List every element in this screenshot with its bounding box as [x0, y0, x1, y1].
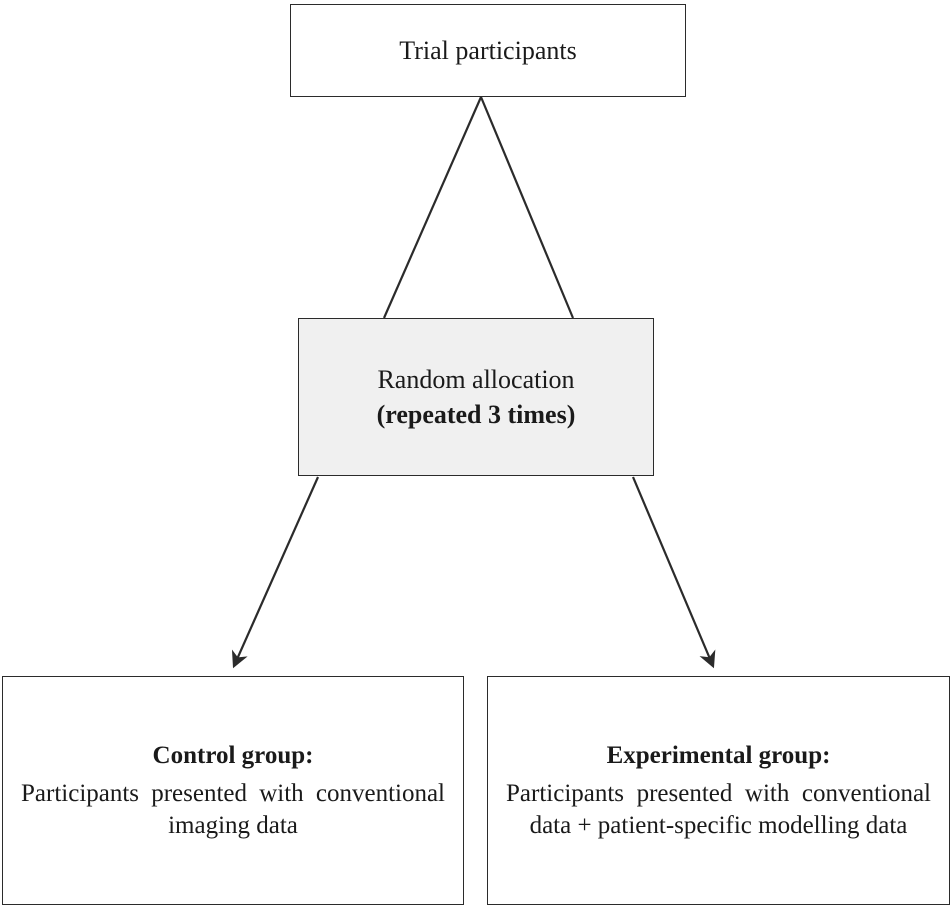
node-random-allocation: Random allocation (repeated 3 times): [298, 318, 654, 476]
connector-random-to-experimental: [631, 476, 716, 669]
connector-trial-to-random-right: [479, 96, 575, 319]
node-control-group: Control group: Participants presented wi…: [2, 676, 464, 905]
node-experimental-group-body: Participants presented with conventional…: [506, 779, 931, 839]
node-control-group-title: Control group:: [152, 741, 314, 769]
connector-random-to-control: [231, 476, 320, 669]
node-random-allocation-label: Random allocation: [377, 364, 575, 394]
node-experimental-group: Experimental group: Participants present…: [487, 676, 950, 905]
node-trial-participants: Trial participants: [290, 4, 686, 97]
node-random-allocation-repeat-label: (repeated 3 times): [376, 400, 576, 429]
node-trial-participants-label: Trial participants: [399, 35, 577, 65]
connector-trial-to-random-left: [382, 96, 483, 319]
node-control-group-body: Participants presented with conventional…: [21, 779, 445, 839]
node-experimental-group-title: Experimental group:: [606, 741, 831, 769]
